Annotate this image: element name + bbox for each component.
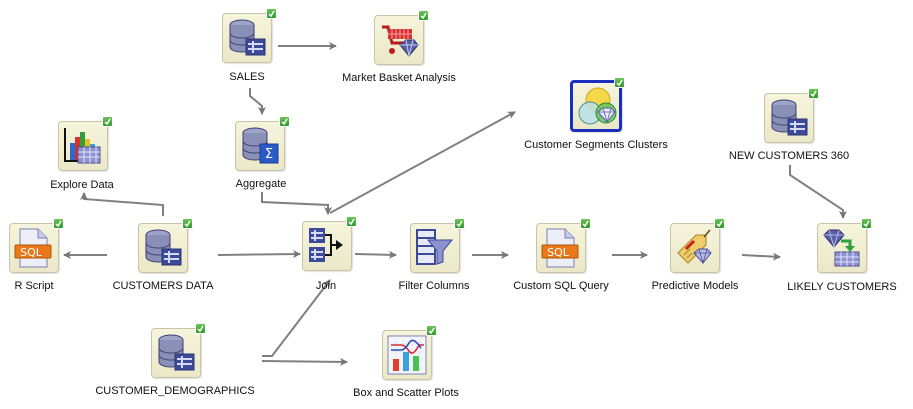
node-label: CUSTOMER_DEMOGRAPHICS [95, 385, 255, 397]
node-explore-data[interactable] [58, 116, 113, 171]
edge-demographics-boxscatter[interactable] [261, 357, 348, 366]
node-label: NEW CUSTOMERS 360 [728, 150, 850, 162]
node-label: Filter Columns [398, 280, 470, 292]
edge-sales-aggregate[interactable] [249, 88, 266, 115]
node-label: LIKELY CUSTOMERS [787, 281, 897, 293]
success-check-icon [53, 218, 64, 229]
node-label: Explore Data [50, 179, 114, 191]
database-sigma-icon: Σ [242, 127, 279, 164]
sql-document-icon: SQL [14, 228, 52, 268]
shopping-cart-diamond-icon [382, 25, 419, 57]
node-new-customers-360[interactable] [764, 88, 819, 143]
node-label: Aggregate [235, 178, 287, 190]
node-likely-customers[interactable] [817, 218, 872, 273]
database-table-icon [771, 99, 808, 136]
success-check-icon [714, 218, 725, 229]
node-predictive-models[interactable] [670, 218, 725, 273]
success-check-icon [426, 325, 437, 336]
node-label: Box and Scatter Plots [353, 387, 459, 399]
edge-customers-explore[interactable] [80, 192, 164, 216]
node-customer-demographics[interactable] [151, 323, 206, 378]
node-custom-sql-query[interactable]: SQL [536, 218, 591, 273]
cluster-diamond-icon [578, 87, 617, 125]
node-label: CUSTOMERS DATA [112, 280, 214, 292]
success-check-icon [346, 216, 357, 227]
line-bar-chart-icon [387, 335, 427, 375]
edge-join-filter[interactable] [354, 250, 397, 259]
svg-text:SQL: SQL [20, 246, 43, 259]
tag-diamond-icon [677, 229, 712, 265]
success-check-icon [614, 77, 625, 88]
node-label: Custom SQL Query [513, 280, 609, 292]
success-check-icon [418, 10, 429, 21]
edge-join-segments[interactable] [329, 111, 516, 214]
join-tables-icon [309, 228, 343, 262]
node-customer-segments-clusters[interactable] [570, 77, 625, 132]
filter-columns-icon [416, 229, 454, 265]
edge-demographics-join[interactable] [262, 279, 331, 357]
success-check-icon [266, 8, 277, 19]
node-filter-columns[interactable] [410, 218, 465, 273]
success-check-icon [102, 116, 113, 127]
node-r-script[interactable]: SQL [9, 218, 64, 273]
svg-text:Σ: Σ [265, 147, 273, 162]
success-check-icon [279, 116, 290, 127]
database-table-icon [158, 334, 195, 371]
edge-predictive-likely[interactable] [741, 252, 781, 261]
node-customers-data[interactable] [138, 218, 193, 273]
database-table-icon [229, 19, 266, 56]
success-check-icon [195, 323, 206, 334]
node-label: Market Basket Analysis [342, 72, 456, 84]
node-label: Predictive Models [651, 280, 739, 292]
node-join[interactable] [302, 216, 357, 271]
success-check-icon [808, 88, 819, 99]
success-check-icon [182, 218, 193, 229]
node-market-basket-analysis[interactable] [374, 10, 429, 65]
node-aggregate[interactable]: Σ [235, 116, 290, 171]
node-box-and-scatter-plots[interactable] [382, 325, 437, 380]
edge-customers-join[interactable] [217, 250, 301, 259]
node-label: Customer Segments Clusters [524, 139, 668, 151]
success-check-icon [454, 218, 465, 229]
sql-document-icon: SQL [541, 228, 579, 268]
node-label: SALES [229, 71, 265, 83]
success-check-icon [580, 218, 591, 229]
node-sales[interactable] [222, 8, 277, 63]
node-label: Join [315, 280, 337, 292]
database-table-icon [145, 229, 182, 266]
edge-new360-likely[interactable] [789, 165, 847, 219]
edge-aggregate-join[interactable] [261, 192, 332, 215]
diamond-apply-table-icon [823, 229, 860, 267]
svg-text:SQL: SQL [547, 246, 570, 259]
success-check-icon [861, 218, 872, 229]
bar-chart-table-icon [64, 128, 101, 164]
node-label: R Script [14, 280, 54, 292]
